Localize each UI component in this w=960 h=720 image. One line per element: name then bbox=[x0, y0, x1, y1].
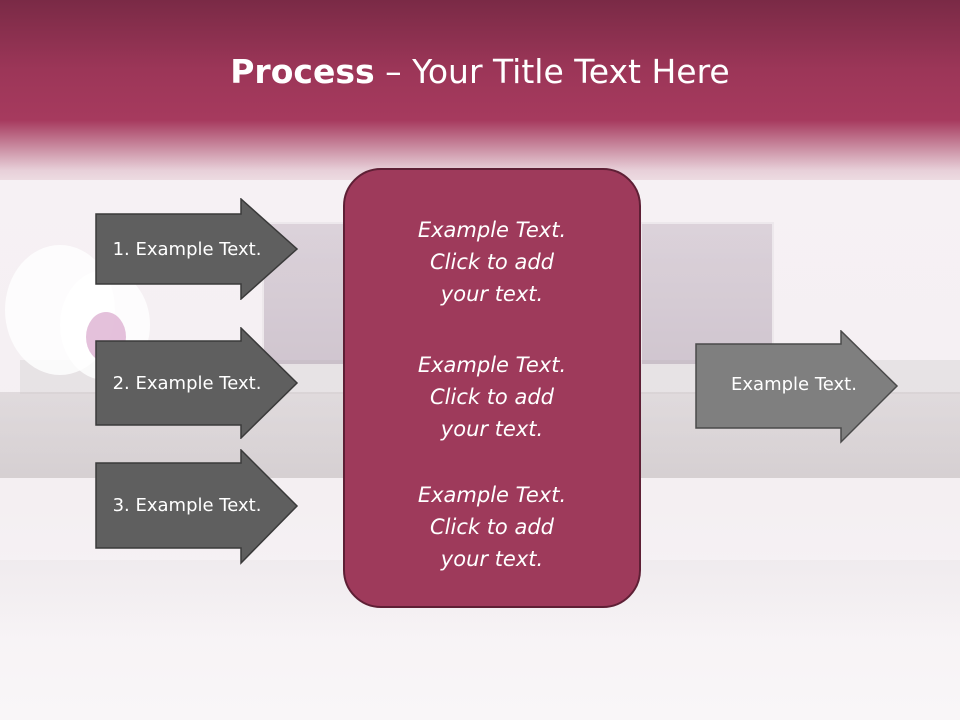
block-line: Click to add bbox=[429, 250, 554, 274]
title-bold: Process bbox=[230, 52, 375, 91]
arrow-shape bbox=[95, 327, 299, 439]
input-arrow-1[interactable]: 1. Example Text. bbox=[95, 198, 300, 300]
block-line: Example Text. bbox=[417, 218, 567, 242]
process-box[interactable]: Example Text. Click to add your text. Ex… bbox=[343, 168, 641, 608]
block-line: your text. bbox=[440, 282, 544, 306]
header-band bbox=[0, 0, 960, 200]
block-line: Click to add bbox=[429, 385, 554, 409]
input-label-2: 2. Example Text. bbox=[112, 372, 262, 394]
block-line: your text. bbox=[440, 417, 544, 441]
block-line: your text. bbox=[440, 547, 544, 571]
input-arrow-2[interactable]: 2. Example Text. bbox=[95, 327, 300, 439]
text-block-1[interactable]: Example Text. Click to add your text. bbox=[345, 214, 639, 310]
input-label-3: 3. Example Text. bbox=[112, 494, 262, 516]
arrow-shape bbox=[95, 198, 299, 300]
input-arrow-3[interactable]: 3. Example Text. bbox=[95, 449, 300, 565]
slide-title[interactable]: Process – Your Title Text Here bbox=[0, 52, 960, 91]
block-line: Example Text. bbox=[417, 483, 567, 507]
block-line: Example Text. bbox=[417, 353, 567, 377]
title-text: – Your Title Text Here bbox=[374, 52, 730, 91]
output-arrow[interactable]: Example Text. bbox=[695, 330, 900, 444]
text-block-3[interactable]: Example Text. Click to add your text. bbox=[345, 479, 639, 575]
arrow-shape bbox=[95, 449, 299, 565]
output-label: Example Text. bbox=[731, 373, 857, 395]
arrow-shape bbox=[695, 330, 899, 444]
text-block-2[interactable]: Example Text. Click to add your text. bbox=[345, 349, 639, 445]
input-label-1: 1. Example Text. bbox=[112, 238, 262, 260]
block-line: Click to add bbox=[429, 515, 554, 539]
